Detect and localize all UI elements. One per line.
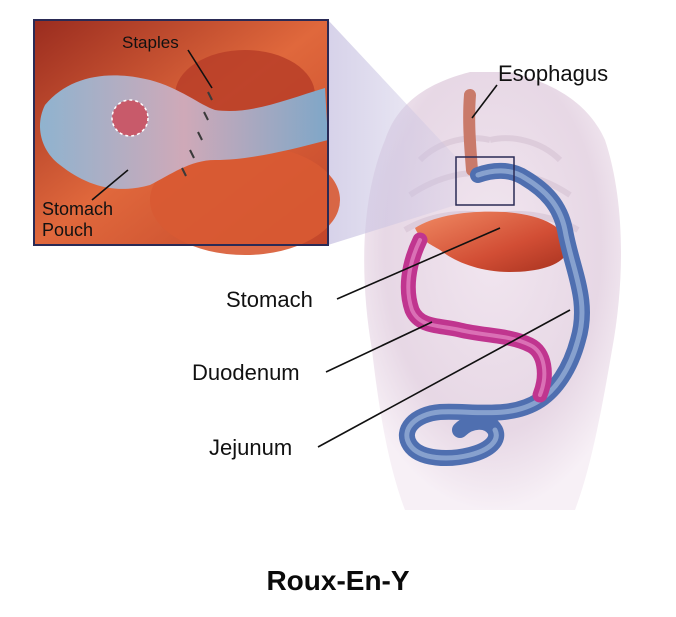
esophagus-callout [471,84,498,119]
jejunum-label: Jejunum [209,435,293,460]
stomach-pouch-label-line2: Pouch [42,219,94,240]
esophagus-label: Esophagus [498,61,609,86]
staple-marks [181,91,213,177]
stomach-pouch-callout [91,169,129,201]
stomach-pouch-label-line1: Stomach [42,199,114,219]
stomach-shape [415,211,569,272]
staples-callout [187,49,213,89]
zoom-projection [328,20,456,245]
anastomosis-circle [111,99,149,137]
stomach-label: Stomach [226,287,313,312]
inset-closeup [33,19,340,255]
jejunum-callout [317,309,571,448]
stomach-pouch-label: Stomach Pouch [42,199,113,240]
zoom-box [455,156,515,206]
staples-label: Staples [122,33,179,52]
duodenum-callout [325,321,433,373]
callout-lines [91,49,571,448]
duodenum-label: Duodenum [192,360,300,385]
esophagus-tube [463,89,478,176]
diagram-caption: Roux-En-Y [266,565,410,596]
stomach-callout [336,227,501,300]
duodenum-highlight [406,238,547,397]
